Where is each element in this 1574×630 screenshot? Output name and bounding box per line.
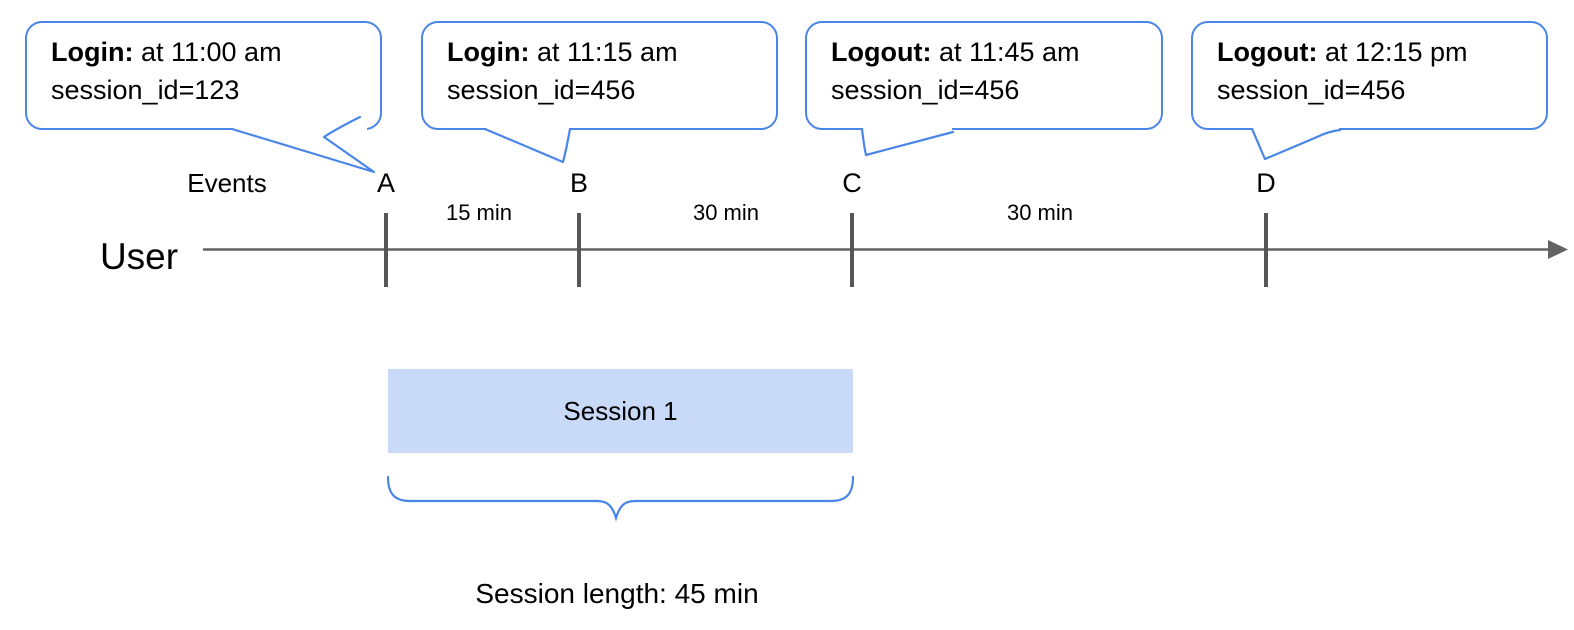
callout-login-a: Login: at 11:00 am session_id=123 [25, 21, 382, 130]
event-marker-c: C [842, 168, 862, 198]
user-axis-label: User [99, 236, 179, 277]
tick-c [850, 213, 854, 287]
callout-tail-d [1250, 127, 1342, 161]
event-marker-d: D [1256, 168, 1276, 198]
event-time-text: at 12:15 pm [1317, 37, 1468, 67]
event-marker-a: A [376, 168, 396, 198]
event-type-label: Logout: [1217, 37, 1318, 67]
session-length-label: Session length: 45 min [475, 578, 759, 609]
session-id-text: session_id=456 [1217, 75, 1406, 105]
callout-event-line: Logout: at 11:45 am [831, 33, 1143, 71]
events-row-label: Events [187, 168, 267, 198]
session-length-brace [386, 475, 855, 522]
session-id-text: session_id=123 [51, 75, 240, 105]
event-time-text: at 11:15 am [529, 37, 678, 67]
timeline-arrowhead-icon [1548, 240, 1568, 259]
callout-tail-c [860, 127, 955, 157]
session-1-box: Session 1 [388, 369, 853, 453]
event-marker-b: B [569, 168, 589, 198]
callout-event-line: Login: at 11:00 am [51, 33, 362, 71]
event-time-text: at 11:00 am [133, 37, 282, 67]
event-type-label: Login: [51, 37, 134, 67]
interval-label-bc: 30 min [692, 200, 760, 225]
session-id-text: session_id=456 [447, 75, 636, 105]
session-1-label: Session 1 [563, 395, 678, 426]
event-type-label: Logout: [831, 37, 932, 67]
session-id-text: session_id=456 [831, 75, 1020, 105]
callout-logout-d: Logout: at 12:15 pm session_id=456 [1191, 21, 1548, 130]
interval-label-ab: 15 min [445, 200, 513, 225]
callout-login-b: Login: at 11:15 am session_id=456 [421, 21, 778, 130]
callout-tail-b [483, 127, 572, 164]
callout-logout-c: Logout: at 11:45 am session_id=456 [805, 21, 1163, 130]
tick-a [384, 213, 388, 287]
callout-event-line: Login: at 11:15 am [447, 33, 758, 71]
callout-event-line: Logout: at 12:15 pm [1217, 33, 1528, 71]
event-type-label: Login: [447, 37, 530, 67]
tick-b [577, 213, 581, 287]
event-time-text: at 11:45 am [931, 37, 1080, 67]
tick-d [1264, 213, 1268, 287]
interval-label-cd: 30 min [1006, 200, 1074, 225]
